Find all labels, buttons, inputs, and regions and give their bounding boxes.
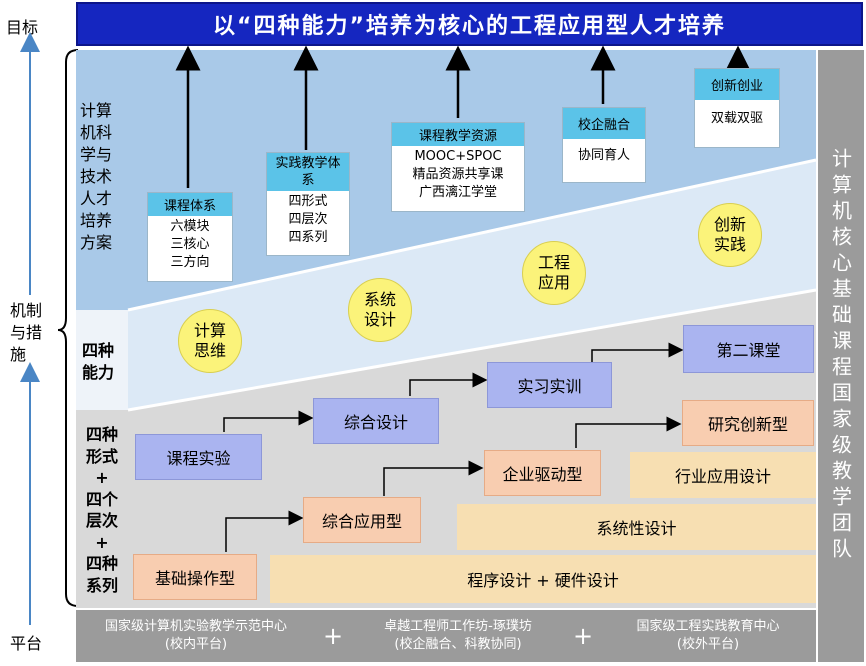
- platform-name: 国家级计算机实验教学示范中心: [104, 619, 287, 634]
- plan-box-enterprise: 校企融合 协同育人: [562, 107, 646, 183]
- plan-box-body: MOOC+SPOC 精品资源共享课 广西漓江学堂: [392, 146, 524, 204]
- forms-label-1: 四种: [85, 425, 118, 444]
- platform-plus: +: [572, 622, 594, 650]
- forms-label-6: +: [95, 532, 109, 552]
- form-label: 第二课堂: [716, 341, 781, 360]
- ability-engineering: 工程应用: [522, 241, 586, 305]
- ability-label: 创新实践: [713, 215, 746, 254]
- forms-label-8: 系列: [85, 575, 118, 595]
- plan-box-body: 四形式 四层次 四系列: [267, 191, 349, 249]
- platform-bar: 国家级计算机实验教学示范中心 (校内平台) + 卓越工程师工作坊-琢璞坊 (校企…: [76, 610, 816, 662]
- team-column: 计算机核心基础课程国家级教学团队: [818, 50, 864, 662]
- step-forms-1: [223, 410, 314, 432]
- platform-sub: (校企融合、科教协同): [394, 637, 522, 652]
- plan-box-line: 四形式: [288, 194, 328, 209]
- platform-sub: (校内平台): [164, 637, 228, 652]
- ability-label: 工程应用: [537, 253, 570, 292]
- plan-box-body: 协同育人: [563, 139, 645, 167]
- plan-box-innovation: 创新创业 双载双驱: [694, 68, 780, 148]
- platform-sub: (校外平台): [676, 637, 740, 652]
- plan-box-curriculum: 课程体系 六模块 三核心 三方向: [147, 192, 233, 282]
- series-system-design: 系统性设计: [457, 504, 816, 550]
- abilities-label-text: 四种能力: [82, 341, 115, 382]
- axis-middle-label: 机制与措施: [10, 300, 50, 366]
- ability-innovation: 创新实践: [698, 203, 762, 267]
- plan-label-text: 计算机科学与技术人才培养方案: [80, 101, 113, 252]
- step-forms-2: [409, 372, 488, 396]
- abilities-label: 四种能力: [82, 340, 122, 384]
- step-forms-3: [591, 342, 684, 362]
- form-internship: 实习实训: [487, 362, 612, 408]
- ability-computational-thinking: 计算思维: [178, 309, 242, 373]
- series-label: 程序设计 + 硬件设计: [467, 571, 619, 590]
- form-comprehensive-design: 综合设计: [313, 398, 439, 444]
- form-course-experiment: 课程实验: [135, 434, 262, 480]
- forms-label-3: +: [95, 468, 109, 487]
- level-research-innovation: 研究创新型: [682, 400, 814, 446]
- series-label: 系统性设计: [596, 519, 677, 538]
- ability-system-design: 系统设计: [348, 278, 412, 342]
- goal-title: 以“四种能力”培养为核心的工程应用型人才培养: [213, 14, 726, 39]
- platform-workshop: 卓越工程师工作坊-琢璞坊 (校企融合、科教协同): [350, 618, 566, 654]
- forms-label-2: 形式: [85, 446, 118, 466]
- plan-box-practice: 实践教学体系 四形式 四层次 四系列: [266, 152, 350, 256]
- step-levels-2: [383, 460, 484, 496]
- left-bracket: [57, 49, 79, 607]
- plan-box-body: 双载双驱: [695, 100, 779, 130]
- platform-name: 国家级工程实践教育中心: [636, 619, 780, 634]
- plan-box-head: 创新创业: [695, 69, 779, 100]
- plan-box-line: 广西漓江学堂: [418, 185, 497, 200]
- plan-box-head: 校企融合: [563, 108, 645, 139]
- level-label: 基础操作型: [154, 569, 235, 588]
- platform-external: 国家级工程实践教育中心 (校外平台): [600, 618, 816, 654]
- plan-box-line: 三核心: [170, 237, 210, 252]
- ability-label: 系统设计: [363, 290, 396, 329]
- plan-box-head: 实践教学体系: [267, 153, 349, 191]
- plan-box-head: 课程体系: [148, 193, 232, 216]
- plan-box-line: 精品资源共享课: [412, 167, 504, 182]
- platform-name: 卓越工程师工作坊-琢璞坊: [384, 619, 532, 634]
- form-label: 实习实训: [517, 377, 582, 396]
- form-label: 综合设计: [343, 413, 408, 432]
- level-label: 综合应用型: [321, 512, 402, 531]
- series-industry-application: 行业应用设计: [630, 452, 816, 498]
- forms-label-5: 层次: [85, 511, 118, 530]
- series-programming-hardware: 程序设计 + 硬件设计: [270, 555, 816, 603]
- plan-box-line: 三方向: [170, 255, 210, 270]
- level-enterprise-driven: 企业驱动型: [484, 450, 601, 496]
- plan-box-body: 六模块 三核心 三方向: [148, 216, 232, 274]
- platform-plus: +: [322, 622, 344, 650]
- plan-label: 计算机科学与技术人才培养方案: [80, 100, 124, 254]
- team-text: 计算机核心基础课程国家级教学团队: [828, 148, 853, 564]
- level-basic: 基础操作型: [133, 554, 257, 600]
- axis-bottom-label: 平台: [10, 634, 43, 653]
- step-levels-3: [575, 416, 682, 448]
- step-levels-1: [225, 510, 304, 552]
- ability-label: 计算思维: [193, 321, 226, 360]
- axis-middle-text: 机制与措施: [10, 301, 43, 364]
- plan-box-line: MOOC+SPOC: [414, 149, 502, 164]
- series-label: 行业应用设计: [674, 467, 771, 486]
- level-label: 企业驱动型: [502, 465, 583, 484]
- plan-box-line: 双载双驱: [710, 111, 763, 126]
- plan-box-resources: 课程教学资源 MOOC+SPOC 精品资源共享课 广西漓江学堂: [391, 122, 525, 212]
- forms-label-7: 四种: [85, 554, 118, 573]
- plan-box-line: 四层次: [288, 212, 328, 227]
- forms-label: 四种 形式 + 四个 层次 + 四种 系列: [82, 424, 122, 596]
- level-comprehensive: 综合应用型: [303, 497, 421, 543]
- level-label: 研究创新型: [707, 415, 788, 434]
- goal-banner: 以“四种能力”培养为核心的工程应用型人才培养: [76, 2, 863, 46]
- plan-box-line: 协同育人: [577, 148, 630, 163]
- form-label: 课程实验: [166, 449, 231, 468]
- forms-label-4: 四个: [85, 489, 118, 509]
- form-second-classroom: 第二课堂: [683, 325, 814, 373]
- plan-box-line: 六模块: [170, 219, 210, 234]
- plan-box-line: 四系列: [288, 230, 328, 245]
- platform-internal: 国家级计算机实验教学示范中心 (校内平台): [76, 618, 316, 654]
- plan-box-head: 课程教学资源: [392, 123, 524, 146]
